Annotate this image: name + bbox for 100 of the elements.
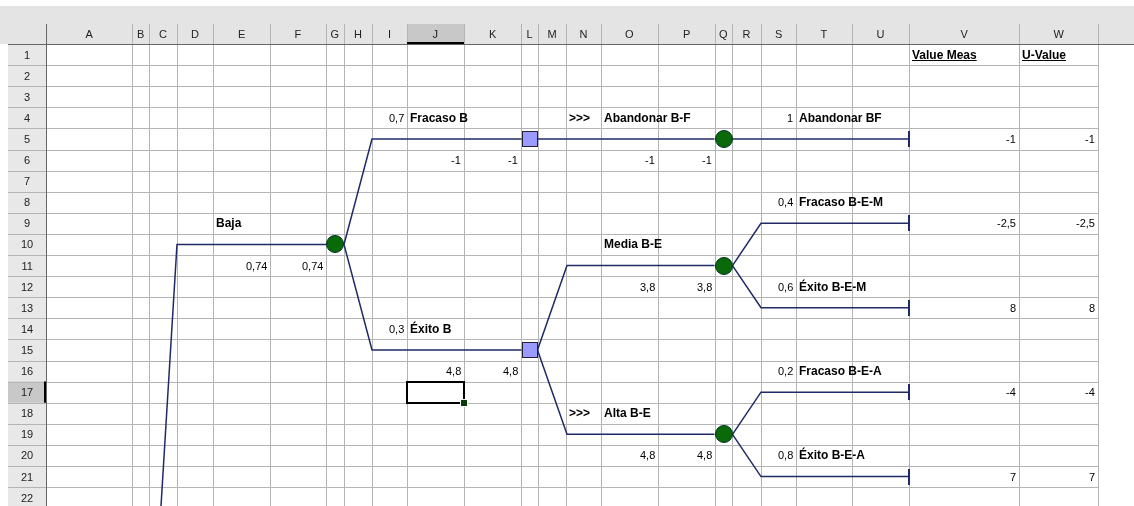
chance-node bbox=[326, 235, 344, 254]
column-letter: U bbox=[876, 27, 885, 41]
column-letter: Q bbox=[719, 27, 728, 41]
cell-value: 0,74 bbox=[246, 258, 268, 273]
cell-value: 0,8 bbox=[778, 448, 794, 463]
column-letter: W bbox=[1053, 27, 1064, 41]
column-letter: K bbox=[489, 27, 497, 41]
row-number: 12 bbox=[21, 279, 34, 294]
cell-value: -4 bbox=[1085, 385, 1095, 400]
terminal-marker bbox=[908, 130, 910, 147]
branch-line bbox=[536, 138, 716, 140]
cell-value: 3,8 bbox=[697, 279, 713, 294]
row-number: 16 bbox=[21, 364, 34, 379]
column-letter: N bbox=[579, 27, 588, 41]
branch-line bbox=[731, 264, 909, 309]
row-number: 10 bbox=[21, 237, 34, 252]
row-number: 14 bbox=[21, 321, 34, 336]
cell-value: 1 bbox=[787, 110, 794, 125]
row-number: 19 bbox=[21, 427, 34, 442]
column-letter: E bbox=[238, 27, 246, 41]
cell-value: 0,3 bbox=[389, 321, 405, 336]
row-number: 22 bbox=[21, 490, 34, 505]
row-number: 9 bbox=[24, 216, 31, 231]
cell-value: 4,8 bbox=[640, 448, 656, 463]
cell-value: 0,4 bbox=[778, 195, 794, 210]
cell-value: 4,8 bbox=[446, 364, 462, 379]
column-letter: A bbox=[85, 27, 93, 41]
cell-value: -2,5 bbox=[1076, 216, 1095, 231]
row-number: 13 bbox=[21, 300, 34, 315]
terminal-marker bbox=[908, 215, 910, 232]
column-letter: C bbox=[159, 27, 167, 41]
cell-value: -2,5 bbox=[997, 216, 1016, 231]
branch-label: Fracaso B-E-M bbox=[799, 195, 884, 210]
column-letter: R bbox=[742, 27, 751, 41]
terminal-marker bbox=[908, 299, 910, 316]
column-letter: D bbox=[191, 27, 199, 41]
branch-label: Abandonar BF bbox=[799, 110, 882, 125]
row-number: 17 bbox=[21, 385, 34, 400]
cell-value: -1 bbox=[1085, 131, 1095, 146]
column-title: U-Value bbox=[1022, 47, 1066, 62]
row-number: 20 bbox=[21, 448, 34, 463]
branch-label: Baja bbox=[216, 216, 242, 231]
column-letter: O bbox=[625, 27, 634, 41]
branch-line bbox=[160, 243, 327, 506]
column-letter: H bbox=[354, 27, 362, 41]
branch-line bbox=[731, 391, 909, 436]
column-letter: M bbox=[547, 27, 557, 41]
row-number: 7 bbox=[24, 174, 31, 189]
branch-line bbox=[536, 349, 716, 436]
column-letter: F bbox=[294, 27, 302, 41]
column-letter: L bbox=[526, 27, 533, 41]
branch-label: Media B-E bbox=[604, 237, 662, 252]
cell-value: -1 bbox=[645, 153, 655, 168]
branch-label: >>> bbox=[569, 110, 591, 125]
column-letter: G bbox=[330, 27, 340, 41]
cell-value: -1 bbox=[451, 153, 461, 168]
branch-line bbox=[731, 138, 909, 140]
column-title: Value Meas bbox=[912, 47, 977, 62]
row-number: 5 bbox=[24, 131, 31, 146]
column-letter: P bbox=[683, 27, 691, 41]
cell-value: -1 bbox=[508, 153, 518, 168]
cell-value: 8 bbox=[1010, 300, 1017, 315]
column-letter: T bbox=[820, 27, 828, 41]
row-number: 1 bbox=[24, 47, 31, 62]
branch-line bbox=[536, 264, 716, 351]
column-letter: B bbox=[137, 27, 145, 41]
cell-value: 7 bbox=[1010, 469, 1017, 484]
column-letter: J bbox=[432, 27, 438, 41]
row-number: 4 bbox=[24, 110, 31, 125]
chance-node bbox=[714, 425, 733, 444]
branch-label: Alta B-E bbox=[604, 406, 651, 421]
branch-line bbox=[731, 433, 909, 478]
row-number: 21 bbox=[21, 469, 34, 484]
cell-value: 3,8 bbox=[640, 279, 656, 294]
row-number: 15 bbox=[21, 342, 34, 357]
row-number: 6 bbox=[24, 153, 31, 168]
column-letter: I bbox=[388, 27, 392, 41]
cell-value: 0,2 bbox=[778, 364, 794, 379]
chance-node bbox=[714, 256, 733, 275]
branch-label: Éxito B bbox=[410, 321, 452, 336]
terminal-marker bbox=[908, 384, 910, 401]
cell-value: -1 bbox=[702, 153, 712, 168]
row-number: 18 bbox=[21, 406, 34, 421]
cell-value: 4,8 bbox=[503, 364, 519, 379]
row-number: 3 bbox=[24, 89, 31, 104]
row-number: 11 bbox=[21, 258, 33, 273]
branch-label: Abandonar B-F bbox=[604, 110, 691, 125]
column-letter: S bbox=[775, 27, 783, 41]
branch-label: >>> bbox=[569, 406, 591, 421]
branch-line bbox=[343, 138, 523, 246]
cell-value: 0,74 bbox=[302, 258, 324, 273]
row-number: 8 bbox=[24, 195, 31, 210]
cell-value: 0,7 bbox=[389, 110, 405, 125]
cell-value: 0,6 bbox=[778, 279, 794, 294]
cell-value: 7 bbox=[1089, 469, 1096, 484]
branch-label: Fracaso B bbox=[410, 110, 469, 125]
terminal-marker bbox=[908, 468, 910, 485]
branch-label: Éxito B-E-M bbox=[799, 279, 867, 294]
column-letter: V bbox=[960, 27, 968, 41]
branch-line bbox=[343, 243, 523, 351]
